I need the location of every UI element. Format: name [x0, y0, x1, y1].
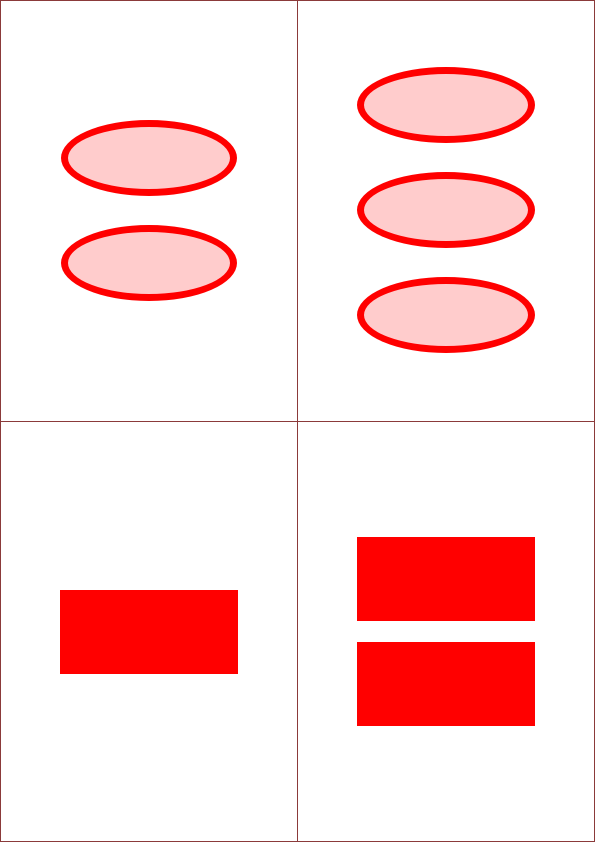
quadrant-top-right: [297, 0, 595, 421]
quadrant-bottom-left: [0, 421, 297, 842]
rectangle-shape: [60, 590, 238, 674]
rectangle-shape: [357, 642, 535, 726]
ellipse-shape: [61, 225, 237, 301]
ellipse-shape: [357, 172, 535, 248]
quadrant-top-left: [0, 0, 297, 421]
quadrant-bottom-right: [297, 421, 595, 842]
rectangle-shape: [357, 537, 535, 621]
ellipse-shape: [61, 120, 237, 196]
ellipse-shape: [357, 67, 535, 143]
ellipse-shape: [357, 277, 535, 353]
